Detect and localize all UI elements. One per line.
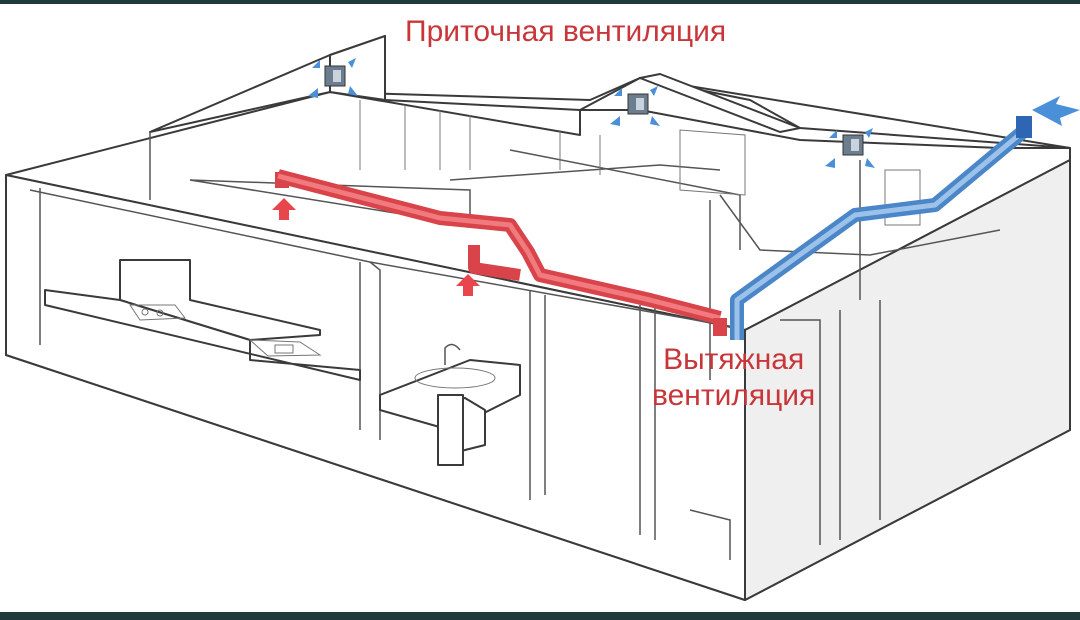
right-wall: [744, 159, 1071, 601]
airflow-arrow: [308, 88, 318, 98]
sink-basin: [274, 344, 294, 354]
diffuser-2: [610, 86, 660, 126]
bathroom: [379, 343, 521, 466]
outlet-grille: [1016, 116, 1032, 138]
kitchen-counter-front: [44, 289, 361, 381]
back-wall-top: [639, 73, 801, 133]
up-arrow-icon: [272, 198, 296, 220]
burner: [141, 308, 149, 316]
airflow-arrow: [865, 128, 873, 138]
kitchen: [44, 259, 361, 381]
diffuser-1: [308, 58, 358, 98]
exhaust-duct-highlight: [277, 173, 721, 321]
diffuser-face: [851, 139, 859, 151]
doors-back-mid: [559, 130, 601, 175]
up-arrow-icon: [456, 274, 480, 296]
window-back: [679, 129, 746, 196]
supply-ventilation-label: Приточная вентиляция: [405, 15, 727, 48]
supply-duct-highlight: [734, 128, 1027, 340]
bath-faucet: [444, 343, 461, 365]
airflow-arrow: [348, 86, 358, 96]
exhaust-ventilation-label: Вытяжная вентиляция: [652, 342, 815, 414]
diffuser-face: [333, 70, 341, 82]
toilet-tank: [437, 394, 464, 466]
exhaust-label-line1: Вытяжная: [663, 343, 805, 376]
partition-right-2: [719, 194, 1001, 256]
burner: [156, 309, 164, 317]
doors-back-left: [359, 100, 471, 170]
airflow-arrow: [865, 158, 875, 168]
airflow-arrow: [348, 58, 356, 68]
exhaust-duct: [272, 169, 727, 336]
exhaust-label-line2: вентиляция: [652, 379, 816, 412]
airflow-arrow: [829, 130, 837, 138]
airflow-arrow: [825, 158, 835, 168]
diffuser-face: [636, 98, 644, 110]
hall-cabinet: [689, 509, 731, 560]
exhaust-branch-bath: [468, 245, 521, 281]
bathtub-rim: [414, 367, 496, 389]
partition-mid-2: [449, 164, 721, 181]
airflow-arrow: [650, 116, 660, 126]
supply-duct: [730, 96, 1080, 340]
kitchen-sink: [248, 339, 322, 357]
airflow-arrow: [614, 88, 622, 96]
outlet-arrow-icon: [1032, 96, 1080, 126]
partition-right-4: [780, 319, 821, 545]
diffuser-3: [825, 128, 875, 168]
kitchen-cooktop: [129, 304, 186, 321]
airflow-arrow: [312, 60, 320, 68]
top-frame-bar: [0, 0, 1080, 4]
airflow-arrow: [610, 116, 620, 126]
partition-kitchen-bath-2: [369, 261, 381, 440]
airflow-arrow: [650, 86, 658, 96]
bottom-frame-bar: [0, 612, 1080, 620]
